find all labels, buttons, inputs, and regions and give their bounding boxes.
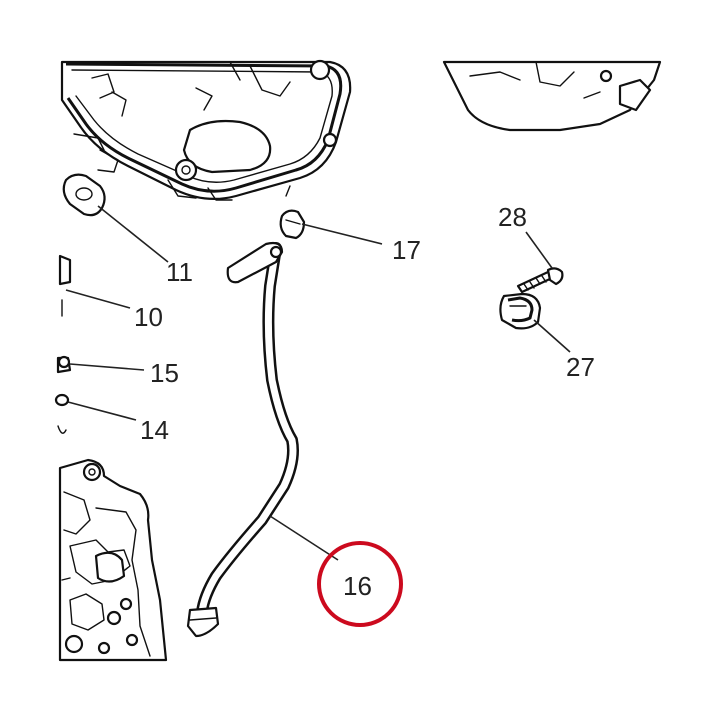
leader-15 [69,363,145,371]
leader-11 [97,205,169,263]
highlight-ring-16 [317,541,403,627]
part-14-washer [54,393,70,434]
engine-cover-gasket-assembly [60,59,352,201]
callout-14: 14 [140,415,169,445]
callout-11: 11 [166,257,193,287]
part-15-screw [56,355,72,374]
part-17-grommet [279,209,306,240]
part-11-grommet [62,173,106,217]
callout-28: 28 [498,202,527,232]
upper-right-housing [442,60,662,132]
part-16-dipstick-tube [186,241,299,638]
callout-16: 16 [343,571,372,601]
callout-27: 27 [566,352,595,382]
leader-14 [67,401,137,421]
part-10-fitting [58,254,72,317]
leader-28 [525,231,553,269]
leader-16 [269,515,339,561]
part-28-bolt [516,267,564,294]
leader-10 [65,289,131,309]
callout-10: 10 [134,302,163,332]
callout-15: 15 [150,358,179,388]
callout-17: 17 [392,235,421,265]
crankcase-casting [58,458,168,662]
part-27-clip [499,292,542,330]
leader-17 [301,223,383,245]
leader-27 [533,319,571,353]
